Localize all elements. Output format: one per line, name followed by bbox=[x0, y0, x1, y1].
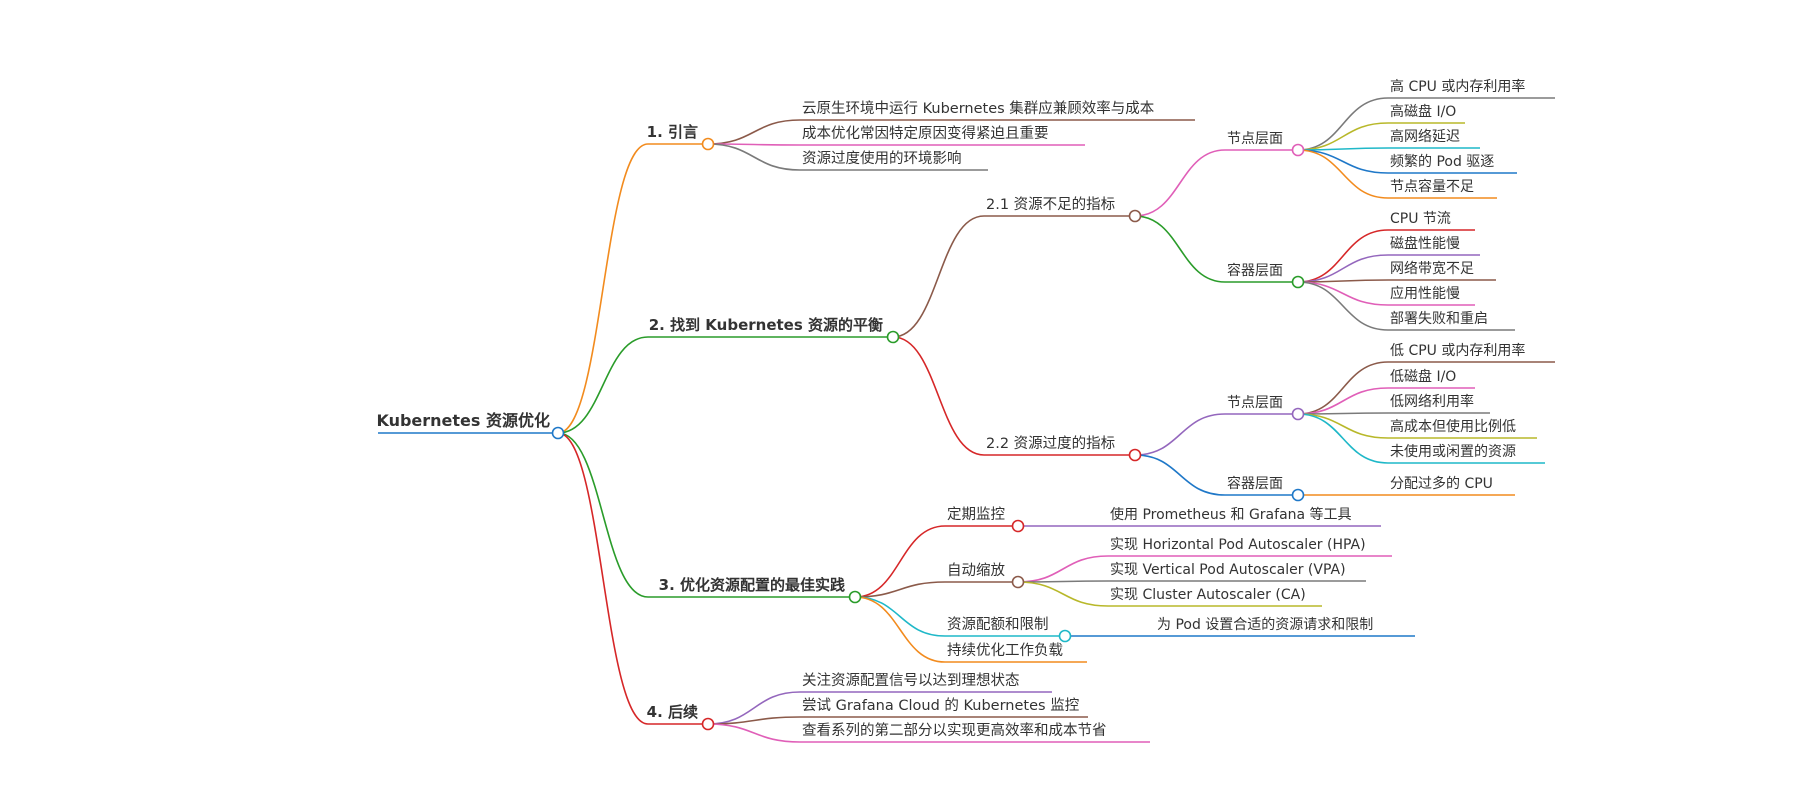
branch-1-0-1-3-label: 应用性能慢 bbox=[1390, 285, 1460, 302]
branch-1-1-0-link-3 bbox=[1297, 413, 1389, 439]
branch-2-2-circle[interactable] bbox=[1058, 629, 1072, 643]
branch-1-0-circle[interactable] bbox=[1128, 209, 1142, 223]
branch-1-1-0-1-label: 低磁盘 I/O bbox=[1390, 368, 1456, 385]
node-layer: Kubernetes 资源优化 1. 引言 云原生环境中运行 Kubernetes … bbox=[376, 78, 1525, 739]
branch-1-1-0-link-0 bbox=[1297, 361, 1389, 415]
branch-2-circle[interactable] bbox=[848, 590, 862, 604]
branch-2-3-label: 持续优化工作负载 bbox=[947, 642, 1063, 659]
branch-1-0-0-2-label: 高网络延迟 bbox=[1390, 128, 1460, 145]
branch-1-link-1 bbox=[892, 336, 985, 456]
branch-1-0-0-3-label: 频繁的 Pod 驱逐 bbox=[1390, 154, 1494, 170]
branch-0-link-2 bbox=[707, 143, 801, 171]
branch-2-link-1 bbox=[854, 581, 946, 598]
branch-2-1-1-label: 实现 Vertical Pod Autoscaler (VPA) bbox=[1110, 562, 1346, 578]
branch-2-1-2-label: 实现 Cluster Autoscaler (CA) bbox=[1110, 587, 1306, 603]
branch-1-0-0-circle[interactable] bbox=[1291, 143, 1305, 157]
branch-1-0-1-link-3 bbox=[1297, 281, 1389, 306]
branch-1-1-link-0 bbox=[1134, 413, 1226, 456]
branch-1-0-1-link-4 bbox=[1297, 281, 1389, 331]
branch-0-2-label: 资源过度使用的环境影响 bbox=[802, 149, 962, 167]
branch-3-link-1 bbox=[707, 716, 801, 725]
branch-2-1-link-2 bbox=[1017, 581, 1109, 607]
branch-1-1-0-circle[interactable] bbox=[1291, 407, 1305, 421]
branch-1-1-0-3-label: 高成本但使用比例低 bbox=[1390, 418, 1516, 435]
branch-2-label: 3. 优化资源配置的最佳实践 bbox=[659, 576, 845, 594]
branch-1-0-0-0-label: 高 CPU 或内存利用率 bbox=[1390, 78, 1525, 95]
branch-3-link-0 bbox=[707, 691, 801, 725]
branch-1-0-0-label: 节点层面 bbox=[1227, 131, 1283, 147]
branch-3-link-2 bbox=[707, 723, 801, 743]
branch-0-circle[interactable] bbox=[701, 137, 715, 151]
branch-1-0-1-4-label: 部署失败和重启 bbox=[1390, 311, 1488, 327]
branch-2-2-0-label: 为 Pod 设置合适的资源请求和限制 bbox=[1157, 617, 1373, 633]
branch-3-0-label: 关注资源配置信号以达到理想状态 bbox=[802, 672, 1020, 689]
branch-1-0-link-1 bbox=[1134, 215, 1226, 283]
branch-2-link-3 bbox=[854, 596, 946, 663]
branch-1-1-0-link-4 bbox=[1297, 413, 1389, 464]
branch-2-1-label: 自动缩放 bbox=[947, 562, 1005, 579]
branch-2-2-label: 资源配额和限制 bbox=[947, 616, 1049, 633]
connector-layer bbox=[378, 97, 1555, 743]
branch-1-0-0-link-4 bbox=[1297, 149, 1389, 199]
branch-2-0-circle[interactable] bbox=[1011, 519, 1025, 533]
branch-1-0-1-2-label: 网络带宽不足 bbox=[1390, 260, 1474, 277]
branch-1-link-0 bbox=[892, 215, 985, 338]
branch-1-0-0-4-label: 节点容量不足 bbox=[1390, 178, 1474, 195]
branch-0-link-0 bbox=[707, 119, 801, 145]
branch-1-1-1-circle[interactable] bbox=[1291, 488, 1305, 502]
branch-2-1-circle[interactable] bbox=[1011, 575, 1025, 589]
root-node-circle[interactable] bbox=[551, 426, 565, 440]
branch-2-1-0-label: 实现 Horizontal Pod Autoscaler (HPA) bbox=[1110, 537, 1366, 553]
branch-2-0-0-label: 使用 Prometheus 和 Grafana 等工具 bbox=[1110, 506, 1352, 523]
branch-1-1-label: 2.2 资源过度的指标 bbox=[986, 435, 1115, 452]
branch-1-1-1-0-label: 分配过多的 CPU bbox=[1390, 475, 1493, 492]
root-node-label: Kubernetes 资源优化 bbox=[376, 411, 550, 430]
branch-1-1-1-label: 容器层面 bbox=[1227, 475, 1283, 492]
branch-1-0-1-0-label: CPU 节流 bbox=[1390, 211, 1451, 227]
branch-link-0 bbox=[557, 143, 649, 434]
branch-1-0-1-link-1 bbox=[1297, 254, 1389, 283]
branch-3-label: 4. 后续 bbox=[647, 703, 698, 721]
branch-3-1-label: 尝试 Grafana Cloud 的 Kubernetes 监控 bbox=[802, 697, 1079, 714]
branch-1-circle[interactable] bbox=[886, 330, 900, 344]
branch-1-1-link-1 bbox=[1134, 454, 1226, 496]
branch-1-1-0-0-label: 低 CPU 或内存利用率 bbox=[1390, 342, 1525, 359]
branch-0-0-label: 云原生环境中运行 Kubernetes 集群应兼顾效率与成本 bbox=[802, 99, 1154, 117]
branch-1-0-1-label: 容器层面 bbox=[1227, 262, 1283, 279]
branch-1-0-0-link-1 bbox=[1297, 122, 1389, 151]
branch-2-link-0 bbox=[854, 525, 946, 598]
branch-2-1-link-0 bbox=[1017, 555, 1109, 583]
branch-1-0-1-link-0 bbox=[1297, 229, 1389, 283]
branch-0-label: 1. 引言 bbox=[647, 123, 698, 141]
branch-1-1-circle[interactable] bbox=[1128, 448, 1142, 462]
branch-3-circle[interactable] bbox=[701, 717, 715, 731]
branch-1-label: 2. 找到 Kubernetes 资源的平衡 bbox=[649, 316, 883, 334]
branch-1-0-label: 2.1 资源不足的指标 bbox=[986, 196, 1115, 213]
branch-1-0-0-link-0 bbox=[1297, 97, 1389, 151]
branch-link-1 bbox=[557, 336, 649, 434]
branch-3-2-label: 查看系列的第二部分以实现更高效率和成本节省 bbox=[802, 721, 1107, 739]
branch-1-1-0-2-label: 低网络利用率 bbox=[1390, 393, 1474, 410]
branch-1-1-0-4-label: 未使用或闲置的资源 bbox=[1390, 443, 1516, 460]
branch-0-1-label: 成本优化常因特定原因变得紧迫且重要 bbox=[802, 125, 1049, 142]
branch-1-0-0-1-label: 高磁盘 I/O bbox=[1390, 103, 1456, 120]
branch-link-3 bbox=[557, 432, 649, 725]
branch-1-0-link-0 bbox=[1134, 149, 1226, 217]
branch-1-1-0-link-1 bbox=[1297, 387, 1389, 415]
branch-1-1-0-label: 节点层面 bbox=[1227, 395, 1283, 411]
branch-2-0-label: 定期监控 bbox=[947, 506, 1005, 523]
branch-link-2 bbox=[557, 432, 649, 598]
branch-1-0-1-circle[interactable] bbox=[1291, 275, 1305, 289]
branch-1-0-0-link-3 bbox=[1297, 149, 1389, 174]
branch-1-0-1-1-label: 磁盘性能慢 bbox=[1390, 235, 1460, 252]
